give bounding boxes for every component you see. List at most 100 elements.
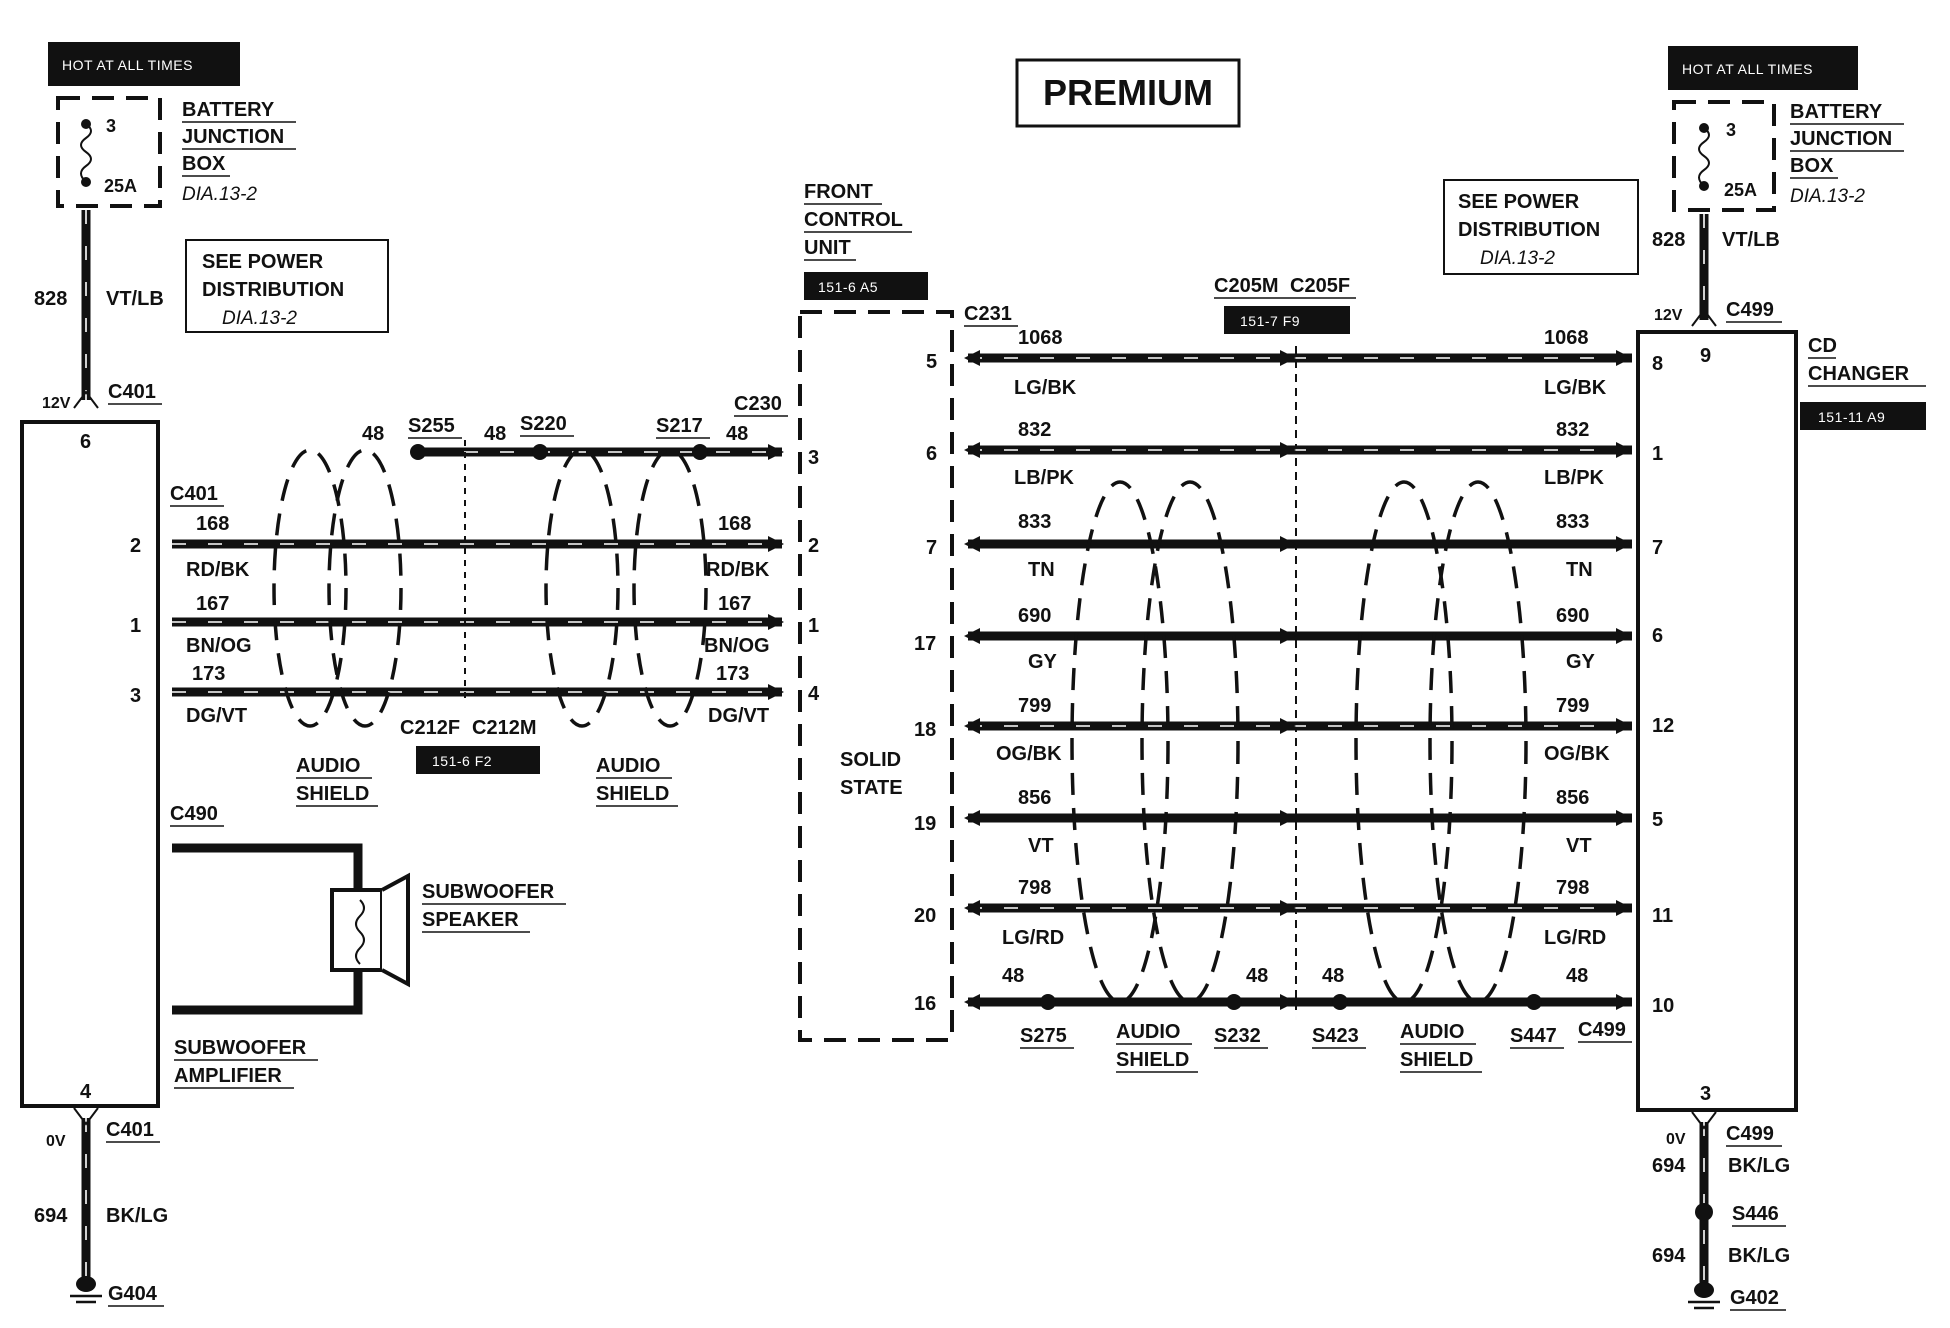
audio-shield-label-3b: SHIELD: [1116, 1049, 1189, 1071]
ground-color-right-2: BK/LG: [1728, 1245, 1790, 1267]
wire-168-label-right: 168: [718, 513, 751, 535]
see-power-dia-left: DIA.13-2: [222, 308, 297, 329]
bjb-label-right: BATTERY: [1790, 101, 1883, 123]
connector-c401-bottom: C401: [106, 1119, 154, 1141]
bjb-label-left: BATTERY: [182, 99, 275, 121]
fuse-amps-right: 25A: [1724, 180, 1757, 200]
audio-shield-label-4: AUDIO: [1400, 1021, 1464, 1043]
wire-799-label-left: 799: [1018, 695, 1051, 717]
see-power-label-right: SEE POWER: [1458, 191, 1580, 213]
wire-173-label-right: 173: [716, 663, 749, 685]
cd-changer-label-2: CHANGER: [1808, 363, 1910, 385]
drain-48-g: 48: [1566, 965, 1588, 987]
fcu-pin-799: 18: [914, 719, 936, 741]
solid-state-label-2: STATE: [840, 777, 903, 799]
drain-48-b: 48: [484, 423, 506, 445]
fcu-pin-173: 4: [808, 683, 820, 705]
wire-856-color-right: VT: [1566, 835, 1592, 857]
fcu-pin-798: 20: [914, 905, 936, 927]
left-ground: 0V C401 694 BK/LG G404: [34, 1107, 168, 1307]
right-signal-wires: C231 C205M C205F 151-7 F9 1068 1068 LG/B…: [914, 275, 1674, 1073]
connector-c212f: C212F: [400, 717, 460, 739]
ground-circuit-left: 694: [34, 1205, 68, 1227]
audio-shield-label-2b: SHIELD: [596, 783, 669, 805]
see-power-label-left: SEE POWER: [202, 251, 324, 273]
splice-s275: S275: [1020, 1025, 1067, 1047]
solid-state-label: SOLID: [840, 749, 901, 771]
splice-s220: S220: [520, 413, 567, 435]
see-power-dia-right: DIA.13-2: [1480, 248, 1555, 269]
left-signal-wires: C401 48 S255 48 S220 S217 48 C230 3 168 …: [130, 393, 820, 807]
power-color-left: VT/LB: [106, 288, 164, 310]
wire-168-label-left: 168: [196, 513, 229, 535]
see-power-label-left-2: DISTRIBUTION: [202, 279, 344, 301]
connector-c230: C230: [734, 393, 782, 415]
connector-c499-top: C499: [1726, 299, 1774, 321]
fcu-pin-drain-left: 3: [808, 447, 819, 469]
see-power-box-right: [1443, 179, 1639, 275]
wire-832-label-right: 832: [1556, 419, 1589, 441]
voltage-0v-right: 0V: [1666, 1131, 1686, 1148]
fuse-icon: [80, 123, 92, 183]
wire-167-color-left: BN/OG: [186, 635, 252, 657]
bjb-label-left-2: JUNCTION: [182, 126, 284, 148]
wire-arrows: [768, 350, 1632, 1010]
drain-48-e: 48: [1246, 965, 1268, 987]
title-box: [1015, 58, 1241, 128]
fcu-pin-1068: 5: [926, 351, 937, 373]
bjb-label-left-3: BOX: [182, 153, 226, 175]
splice-s217: S217: [656, 415, 703, 437]
wire-832-label-left: 832: [1018, 419, 1051, 441]
subwoofer-speaker-label: SUBWOOFER: [422, 881, 555, 903]
ground-g402: G402: [1730, 1287, 1779, 1309]
subwoofer-speaker: C490 SUBWOOFER SPEAKER SUBWOOFER AMPLIFI…: [170, 803, 566, 1089]
amp-pin-bottom: 4: [80, 1081, 92, 1103]
cd-pin-832: 1: [1652, 443, 1663, 465]
cd-pin-798: 11: [1652, 905, 1673, 927]
bjb-label-right-2: JUNCTION: [1790, 128, 1892, 150]
see-power-box-left: [185, 239, 389, 333]
wire-799-color-left: OG/BK: [996, 743, 1062, 765]
bjb-label-right-3: BOX: [1790, 155, 1834, 177]
splice-s423: S423: [1312, 1025, 1359, 1047]
ground-color-right-1: BK/LG: [1728, 1155, 1790, 1177]
splice-s447: S447: [1510, 1025, 1557, 1047]
wire-833-color-left: TN: [1028, 559, 1055, 581]
drain-48-c: 48: [726, 423, 748, 445]
wire-833-label-right: 833: [1556, 511, 1589, 533]
fcu-label: FRONT: [804, 181, 873, 203]
audio-shield-left-a: [272, 448, 348, 728]
connector-c499-drain: C499: [1578, 1019, 1626, 1041]
c212-ref: 151-6 F2: [432, 753, 492, 769]
audio-shield-label-3: AUDIO: [1116, 1021, 1180, 1043]
wire-1068-label-right: 1068: [1544, 327, 1589, 349]
wire-690-color-right: GY: [1566, 651, 1596, 673]
connector-c212m: C212M: [472, 717, 536, 739]
ground-circuit-right-2: 694: [1652, 1245, 1686, 1267]
amp-pin-173: 3: [130, 685, 141, 707]
audio-shield-left-b: [327, 448, 403, 728]
audio-shield-label-1b: SHIELD: [296, 783, 369, 805]
wire-167-color-right: BN/OG: [704, 635, 770, 657]
audio-shield-right-d: [1428, 480, 1528, 1004]
fcu-box: [798, 310, 954, 1042]
splice-s255: S255: [408, 415, 455, 437]
wire-856-label-left: 856: [1018, 787, 1051, 809]
drain-48-f: 48: [1322, 965, 1344, 987]
cd-pin-bottom: 3: [1700, 1083, 1711, 1105]
audio-shield-left-d: [632, 448, 708, 728]
amp-pin-168: 2: [130, 535, 141, 557]
wire-799-color-right: OG/BK: [1544, 743, 1610, 765]
cd-pin-856: 5: [1652, 809, 1663, 831]
wire-690-label-right: 690: [1556, 605, 1589, 627]
cd-pin-1068: 8: [1652, 353, 1663, 375]
wire-1068-label-left: 1068: [1018, 327, 1063, 349]
fcu-label-3: UNIT: [804, 237, 851, 259]
wire-690-label-left: 690: [1018, 605, 1051, 627]
subwoofer-amplifier-label: SUBWOOFER: [174, 1037, 307, 1059]
wire-798-color-right: LG/RD: [1544, 927, 1606, 949]
fcu-pin-833: 7: [926, 537, 937, 559]
fcu-pin-690: 17: [914, 633, 936, 655]
cd-pin-drain: 10: [1652, 995, 1674, 1017]
cd-pin-833: 7: [1652, 537, 1663, 559]
